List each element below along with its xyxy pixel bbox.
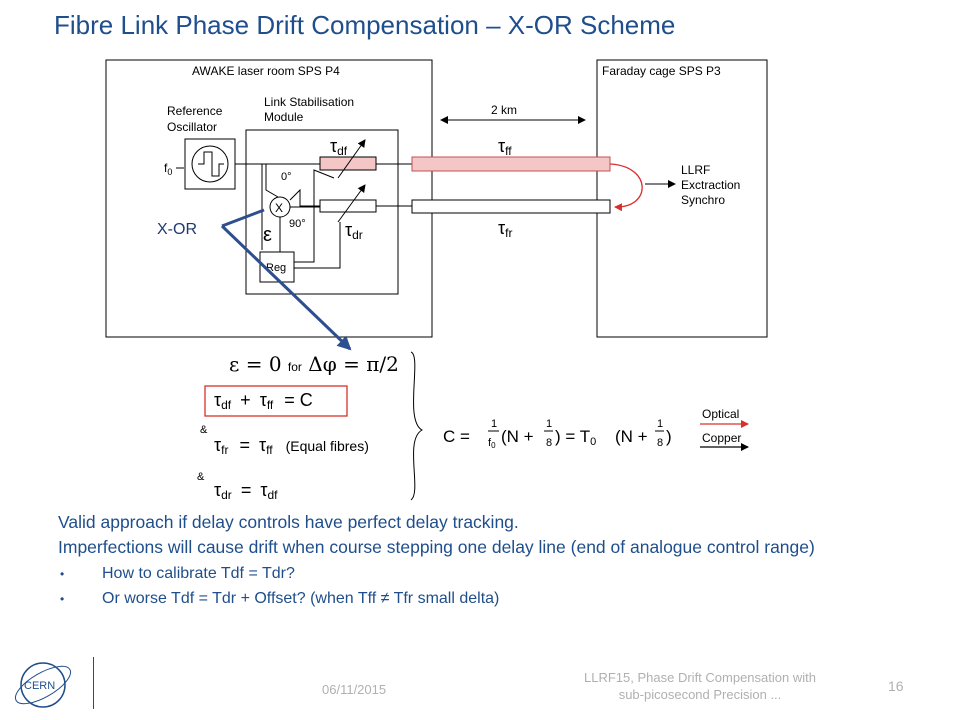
tau-dr-label: τdr [345,220,363,242]
list-item: • How to calibrate Tdf = Tdr? [58,564,938,584]
loopback-arc [609,163,643,212]
eq-equal-fibres: τfr = τff (Equal fibres) [214,435,369,458]
lsm-label-2: Module [264,110,304,124]
fibre-forward [411,156,611,172]
oscillator-icon [191,145,229,183]
phase-0-label: 0° [281,171,292,183]
awake-room-title: AWAKE laser room SPS P4 [192,64,340,78]
llrf-label-3: Synchro [681,193,725,207]
eq-equal-delays: τdr = τdf [214,480,278,503]
bullet-text: Or worse Tdf = Tdr + Offset? (when Tff ≠… [102,590,500,607]
llrf-label-1: LLRF [681,163,710,177]
page-number: 16 [888,678,904,694]
optical-label: Optical [702,407,739,421]
xor-pointer-long [220,224,352,351]
footer-divider [93,657,94,709]
regulator-label: Reg [266,262,286,274]
slide-body: Valid approach if delay controls have pe… [58,512,938,614]
slide-title: Fibre Link Phase Drift Compensation – X-… [54,10,676,40]
phase-90-label: 90° [289,218,306,230]
delay-dr-box [319,199,377,213]
fibre-return [411,199,611,214]
awake-room-box [105,59,433,338]
faraday-cage-box [596,59,768,338]
frac-3-num: 1 [657,418,663,430]
c-mid-1: (N + [501,427,534,446]
faraday-cage-title: Faraday cage SPS P3 [602,64,721,78]
c-lhs: C = [443,427,470,446]
bullet-icon: • [60,592,65,606]
ref-osc-label-1: Reference [167,104,223,118]
c-mid-2: ) = T0 [555,427,596,448]
footer-title: LLRF15, Phase Drift Compensation with su… [584,670,816,702]
frac-2-den: 8 [546,437,552,449]
mixer-label: X [275,201,283,215]
bullet-text: How to calibrate Tdf = Tdr? [102,565,295,582]
tau-ff-label: τff [498,136,512,158]
lsm-label-1: Link Stabilisation [264,95,354,109]
copper-label: Copper [702,431,741,445]
amp-2: & [197,471,205,483]
frac-1-den: f0 [488,437,496,450]
frac-2-num: 1 [546,418,552,430]
xor-pointer-short [221,208,265,228]
tau-df-label: τdf [330,136,348,158]
eq-epsilon: ε = 0 for Δφ = π/2 [229,352,399,376]
svg-text:CERN: CERN [24,680,55,692]
llrf-label-2: Exctraction [681,178,740,192]
tau-fr-label: τfr [498,218,512,240]
ref-osc-label-2: Oscillator [167,120,217,134]
bullet-list: • How to calibrate Tdf = Tdr? • Or worse… [58,564,938,609]
cern-logo: CERN [14,662,72,708]
c-mid-3: (N + [615,427,648,446]
body-line-1: Valid approach if delay controls have pe… [58,512,519,532]
sum-equation-box [204,385,348,417]
square-wave [198,151,224,177]
list-item: • Or worse Tdf = Tdr + Offset? (when Tff… [58,589,938,609]
body-line-2: Imperfections will cause drift when cour… [58,537,815,557]
delay-dr-adjust-arrow [337,184,366,223]
xor-label: X-OR [157,221,197,238]
eq-sum: τdf + τff = C [214,390,313,413]
f0-label: f0 [164,161,172,177]
amp-1: & [200,424,208,436]
footer-date: 06/11/2015 [322,682,387,697]
reference-oscillator [184,138,236,190]
c-end: ) [666,427,672,446]
frac-1-num: 1 [491,418,497,430]
frac-3-den: 8 [657,437,663,449]
epsilon-label: ε [263,224,272,246]
delay-df-adjust-arrow [337,139,366,179]
curly-brace [410,351,424,501]
link-stabilisation-module [245,129,399,295]
bullet-icon: • [60,567,65,581]
distance-label: 2 km [491,103,517,117]
